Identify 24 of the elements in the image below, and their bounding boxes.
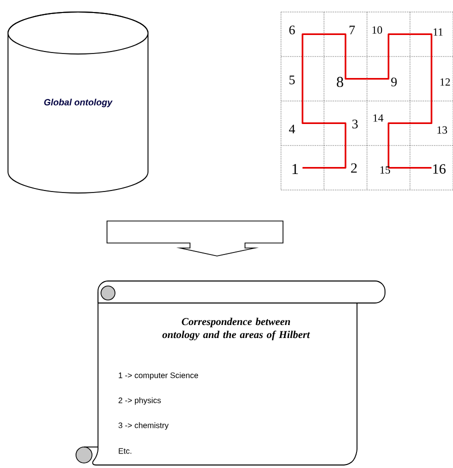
cell-number: 2 [351, 163, 357, 173]
cell-number: 15 [380, 166, 390, 174]
cell-number: 1 [292, 164, 298, 174]
cell-number: 6 [289, 26, 295, 34]
cell-number: 16 [433, 164, 446, 174]
cell-number: 13 [437, 126, 448, 134]
cell-number: 4 [289, 124, 296, 134]
callout-arrow [106, 220, 284, 256]
cell-number: 9 [391, 78, 397, 86]
cylinder: Global ontology [8, 12, 148, 194]
node-label: 2 -> physics [118, 397, 161, 405]
node-label: 3 -> chemistry [118, 422, 169, 430]
node-label: 1 -> computer Science [118, 372, 198, 380]
scroll-box: Correspondence between ontology and the areas of Hilbert 1 -> computer Science 2 -> physics 3 -> chemistry Etc. [76, 280, 386, 466]
cell-number: 14 [373, 114, 384, 122]
cell-number: 11 [434, 28, 443, 36]
cell-number: 7 [350, 26, 355, 34]
cell-number: 12 [440, 78, 450, 86]
cell-number: 5 [290, 76, 295, 84]
cell-number: 10 [372, 26, 382, 34]
cell-number: 3 [352, 120, 358, 128]
node-label: Correspondence between ontology and the areas of Hilbert [162, 318, 310, 340]
node-label: Etc. [118, 448, 132, 454]
cell-number: 8 [336, 76, 344, 88]
